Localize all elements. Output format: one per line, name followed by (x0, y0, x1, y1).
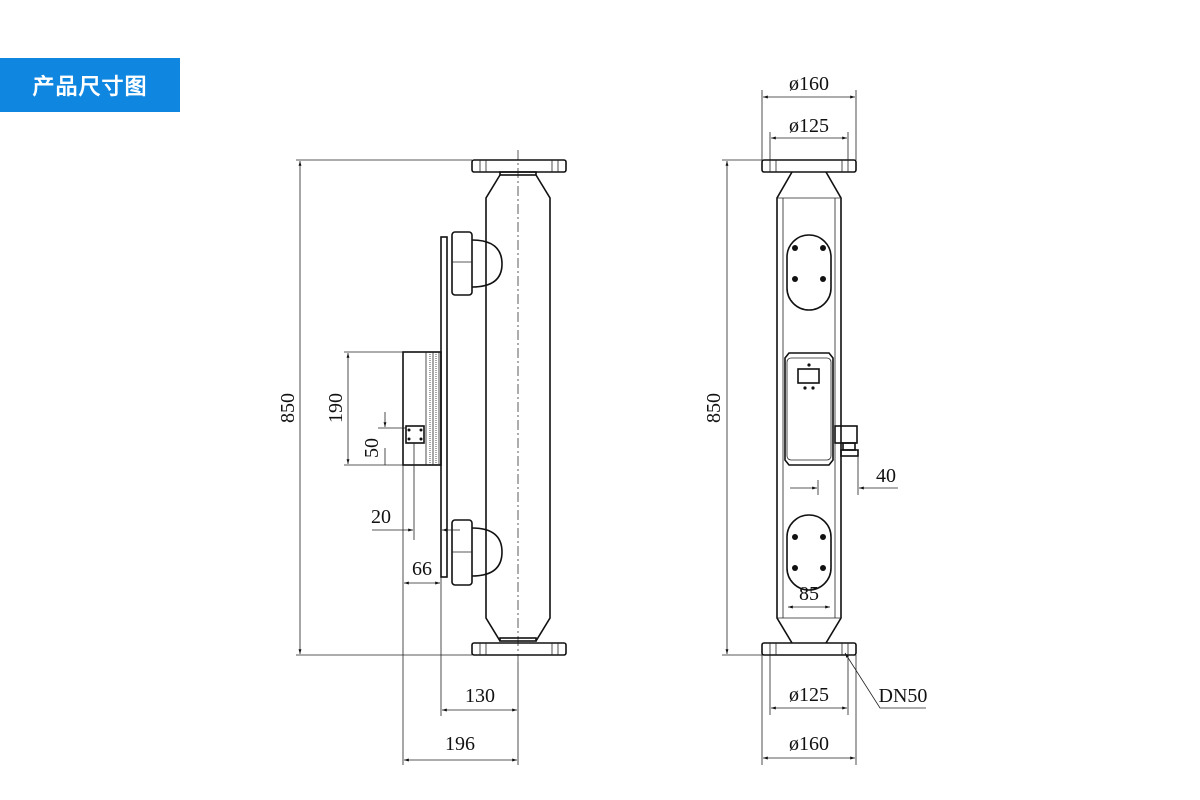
dim-flange-outer-bottom: ø160 (789, 733, 829, 755)
dim-panel-85: 85 (799, 583, 819, 605)
dim-terminal: 50 (361, 438, 383, 458)
top-flange (471, 159, 567, 176)
terminal-block (405, 425, 425, 444)
dim-flange-bolt-top: ø125 (789, 115, 829, 137)
section-title: 产品尺寸图 (32, 75, 148, 100)
dim-height: 850 (277, 393, 299, 423)
bottom-flange (471, 637, 567, 656)
dim-connector-40: 40 (876, 465, 896, 487)
side-view: 850 190 50 20 66 130 196 (277, 150, 567, 765)
mounting-plate (440, 236, 448, 578)
display-screen (797, 368, 820, 384)
dim-width-196: 196 (445, 733, 475, 755)
bottom-flange (761, 642, 857, 656)
side-dimensions: 850 190 50 20 66 130 196 (277, 159, 519, 765)
front-dimensions: ø160 ø125 850 40 85 ø125 ø160 DN50 (703, 73, 927, 765)
front-view: ø160 ø125 850 40 85 ø125 ø160 DN50 (703, 73, 927, 765)
pipe-body (485, 174, 551, 642)
side-connector (834, 425, 859, 457)
pipe-body (776, 171, 842, 644)
bottom-cover-plate (786, 514, 832, 591)
dim-offset-20: 20 (371, 506, 391, 528)
dim-flange-outer-top: ø160 (789, 73, 829, 95)
dim-nominal-size: DN50 (879, 685, 928, 707)
transmitter-box (402, 351, 442, 466)
dim-width-130: 130 (465, 685, 495, 707)
section-title-badge: 产品尺寸图 (0, 58, 180, 112)
dim-height: 850 (703, 393, 725, 423)
dim-width-66: 66 (412, 558, 432, 580)
top-cover-plate (786, 234, 832, 311)
top-flange (761, 159, 857, 173)
dim-transmitter-height: 190 (325, 393, 347, 423)
transmitter-head (784, 352, 834, 466)
top-nut (451, 231, 503, 296)
bottom-nut (451, 519, 503, 586)
dim-flange-bolt-bottom: ø125 (789, 684, 829, 706)
